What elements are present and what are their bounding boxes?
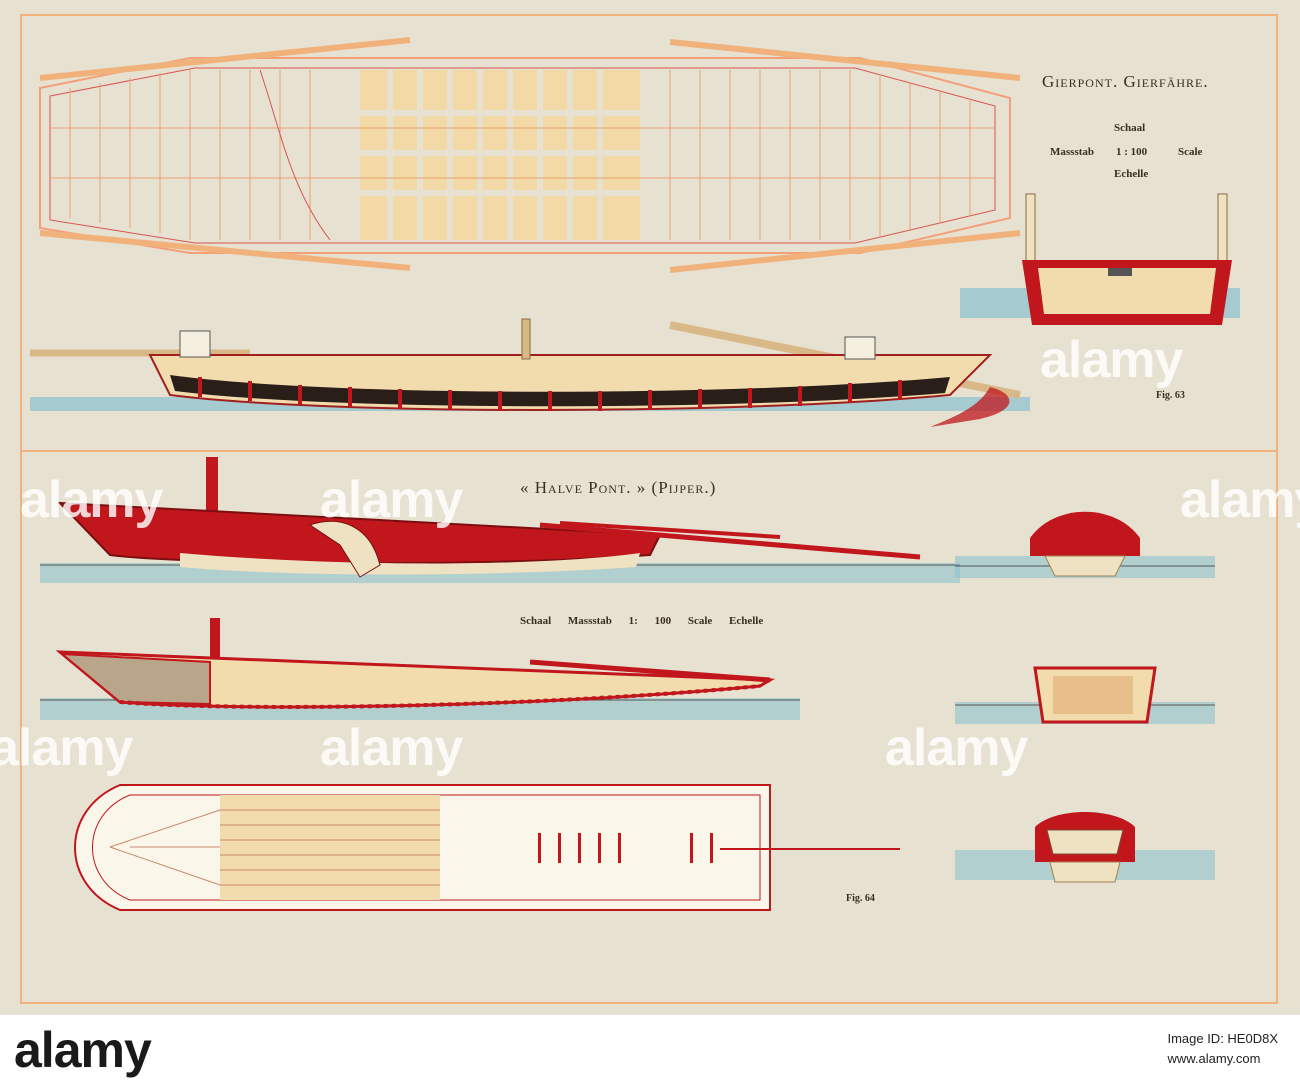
watermark-lower-mid-1: alamy: [320, 719, 463, 777]
engraving-plate: Gierpont. Gierfähre. Schaal Massstab 1 :…: [0, 0, 1300, 1015]
bottom-plate-title: « Halve Pont. » (Pijper.): [520, 478, 717, 497]
watermark-top-right: alamy: [1040, 331, 1183, 389]
watermark-mid-left-2: alamy: [320, 471, 463, 529]
top-scale-line3: Echelle: [1114, 168, 1149, 180]
halve-pont-cross-section-2: [955, 666, 1215, 724]
top-figure-number: Fig. 63: [1156, 390, 1185, 401]
footer-info: Image ID: HE0D8X www.alamy.com: [1167, 1029, 1278, 1069]
watermark-lower-left: alamy: [0, 719, 133, 777]
top-plate-title: Gierpont. Gierfähre.: [1042, 72, 1209, 91]
footer-bar: alamy Image ID: HE0D8X www.alamy.com: [0, 1015, 1300, 1082]
halve-pont-section-view: [40, 618, 800, 720]
gierpont-plan-view: [39, 37, 1021, 273]
site-url: www.alamy.com: [1167, 1051, 1261, 1066]
gierpont-side-elevation: [30, 318, 1030, 427]
image-id-label: Image ID: HE0D8X: [1167, 1031, 1278, 1046]
watermark-mid-right: alamy: [1180, 471, 1300, 529]
halve-pont-side-view: [40, 457, 960, 583]
bottom-scale-line: Schaal Massstab 1: 100 Scale Echelle: [520, 615, 764, 627]
top-scale-line1: Schaal: [1114, 122, 1146, 134]
halve-pont-cross-section-3: [955, 812, 1215, 883]
halve-pont-deck-plan: [74, 784, 900, 911]
watermark-mid-left-1: alamy: [20, 471, 163, 529]
plate-divider: [20, 450, 1278, 452]
footer-logo: alamy: [14, 1022, 152, 1078]
top-scale-line2-right: Scale: [1178, 146, 1203, 158]
bottom-figure-number: Fig. 64: [846, 893, 875, 904]
gierpont-cross-section: [960, 193, 1240, 325]
plate-border: [20, 14, 1278, 1004]
top-scale-line2-mid: 1 : 100: [1116, 146, 1148, 158]
halve-pont-cross-section-1: [955, 511, 1215, 578]
top-scale-line2-left: Massstab: [1050, 146, 1095, 158]
watermark-lower-mid-2: alamy: [885, 719, 1028, 777]
